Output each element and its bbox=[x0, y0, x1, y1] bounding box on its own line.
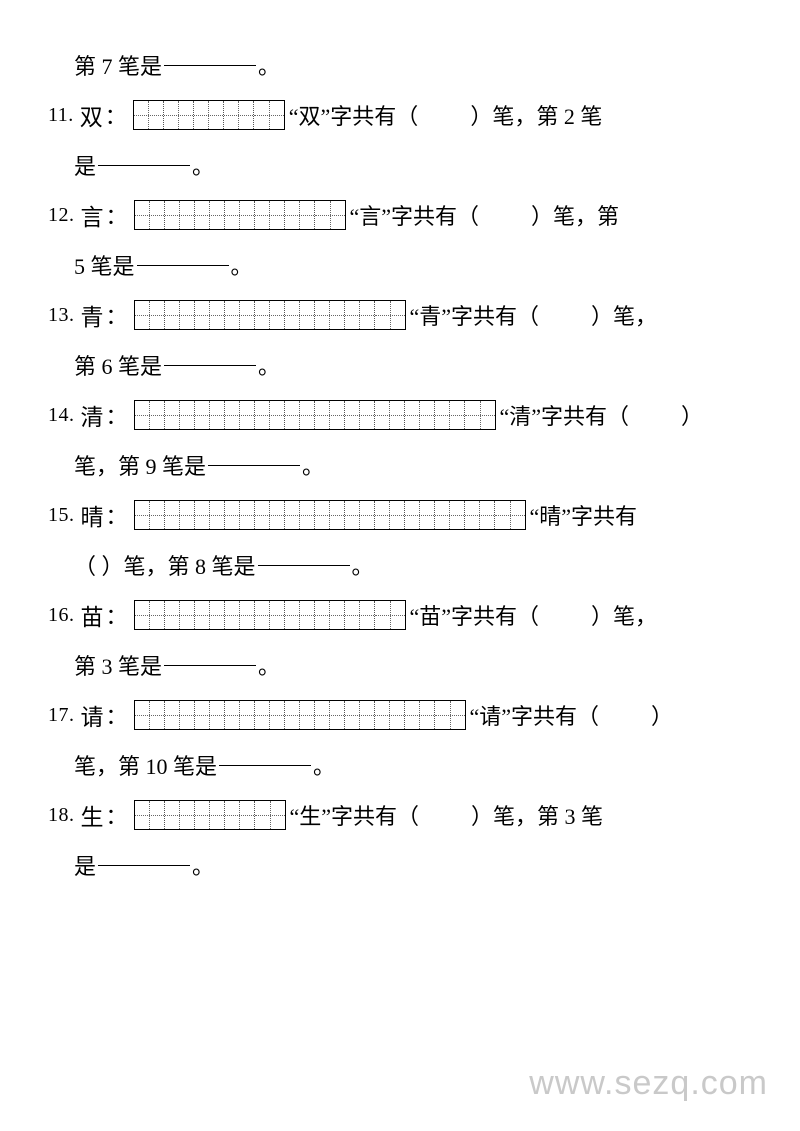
writing-grid[interactable] bbox=[133, 200, 346, 230]
answer-blank[interactable] bbox=[98, 864, 191, 866]
item-character: 请 bbox=[80, 705, 104, 730]
item-text-after-grid: “晴”字共有 bbox=[529, 504, 638, 529]
writing-grid[interactable] bbox=[133, 500, 526, 530]
item-character: 苗 bbox=[80, 605, 104, 630]
top-fragment-suffix: 。 bbox=[258, 54, 281, 79]
item-colon: ： bbox=[105, 204, 128, 229]
item-number: 15. bbox=[48, 503, 75, 526]
worksheet-content: 第 7 笔是 。 11. 双 ： “双”字共有（ ）笔，第 2 笔 是 。 12… bbox=[48, 44, 760, 894]
item-colon: ： bbox=[105, 704, 128, 729]
item-text-tail: ）笔， bbox=[591, 604, 658, 629]
item-text-after-grid: “苗”字共有（ bbox=[409, 604, 540, 629]
question-item-13-line2: 第 6 笔是 。 bbox=[48, 344, 760, 386]
item-number: 16. bbox=[48, 603, 75, 626]
question-item-15-line1: 15. 晴 ： “晴”字共有 bbox=[48, 494, 760, 536]
question-item-16-line1: 16. 苗 ： “苗”字共有（ ）笔， bbox=[48, 594, 760, 636]
item-text-after-grid: “生”字共有（ bbox=[289, 804, 420, 829]
item-line2-prefix: （ ）笔，第 8 笔是 bbox=[74, 554, 256, 579]
question-item-14-line1: 14. 清 ： “清”字共有（ ） bbox=[48, 394, 760, 436]
item-character: 清 bbox=[80, 405, 104, 430]
item-character: 青 bbox=[80, 305, 104, 330]
item-line2-prefix: 是 bbox=[74, 154, 97, 179]
item-colon: ： bbox=[105, 304, 128, 329]
item-colon: ： bbox=[105, 604, 128, 629]
answer-blank[interactable] bbox=[164, 64, 257, 66]
item-number: 11. bbox=[48, 103, 74, 126]
item-line2-suffix: 。 bbox=[230, 254, 253, 279]
item-line2-suffix: 。 bbox=[192, 854, 215, 879]
writing-grid[interactable] bbox=[133, 800, 286, 830]
item-character: 言 bbox=[80, 205, 104, 230]
question-item-17-line2: 笔，第 10 笔是 。 bbox=[48, 744, 760, 786]
item-text-after-grid: “请”字共有（ bbox=[469, 704, 600, 729]
question-item-13-line1: 13. 青 ： “青”字共有（ ）笔， bbox=[48, 294, 760, 336]
writing-grid[interactable] bbox=[133, 400, 496, 430]
item-character: 双 bbox=[79, 105, 103, 130]
item-text-tail: ） bbox=[681, 404, 704, 429]
item-line2-suffix: 。 bbox=[351, 554, 374, 579]
item-text-tail: ）笔，第 2 笔 bbox=[470, 104, 603, 129]
item-number: 18. bbox=[48, 803, 75, 826]
item-line2-prefix: 笔，第 10 笔是 bbox=[74, 754, 218, 779]
writing-grid[interactable] bbox=[133, 600, 406, 630]
item-text-tail: ）笔， bbox=[591, 304, 658, 329]
item-text-tail: ） bbox=[651, 704, 674, 729]
question-item-17-line1: 17. 请 ： “请”字共有（ ） bbox=[48, 694, 760, 736]
top-fragment-line: 第 7 笔是 。 bbox=[48, 44, 760, 86]
answer-blank[interactable] bbox=[136, 264, 229, 266]
question-item-16-line2: 第 3 笔是 。 bbox=[48, 644, 760, 686]
writing-grid[interactable] bbox=[133, 300, 406, 330]
item-text-tail: ）笔，第 bbox=[531, 204, 620, 229]
writing-grid[interactable] bbox=[133, 700, 466, 730]
answer-blank[interactable] bbox=[98, 164, 191, 166]
item-line2-suffix: 。 bbox=[258, 354, 281, 379]
item-line2-suffix: 。 bbox=[258, 654, 281, 679]
question-item-14-line2: 笔，第 9 笔是 。 bbox=[48, 444, 760, 486]
question-item-11-line1: 11. 双 ： “双”字共有（ ）笔，第 2 笔 bbox=[48, 94, 760, 136]
item-number: 13. bbox=[48, 303, 75, 326]
answer-blank[interactable] bbox=[257, 564, 350, 566]
item-text-after-grid: “言”字共有（ bbox=[349, 204, 480, 229]
question-item-18-line1: 18. 生 ： “生”字共有（ ）笔，第 3 笔 bbox=[48, 794, 760, 836]
top-fragment-prefix: 第 7 笔是 bbox=[74, 54, 163, 79]
item-text-after-grid: “青”字共有（ bbox=[409, 304, 540, 329]
question-item-18-line2: 是 。 bbox=[48, 844, 760, 886]
writing-grid[interactable] bbox=[132, 100, 285, 130]
item-text-tail: ）笔，第 3 笔 bbox=[471, 804, 604, 829]
item-character: 生 bbox=[80, 805, 104, 830]
item-number: 12. bbox=[48, 203, 75, 226]
item-text-after-grid: “清”字共有（ bbox=[499, 404, 630, 429]
question-item-15-line2: （ ）笔，第 8 笔是 。 bbox=[48, 544, 760, 586]
answer-blank[interactable] bbox=[219, 764, 312, 766]
question-item-12-line1: 12. 言 ： “言”字共有（ ）笔，第 bbox=[48, 194, 760, 236]
item-text-after-grid: “双”字共有（ bbox=[288, 104, 419, 129]
item-colon: ： bbox=[105, 804, 128, 829]
answer-blank[interactable] bbox=[208, 464, 301, 466]
item-line2-suffix: 。 bbox=[313, 754, 336, 779]
item-colon: ： bbox=[105, 504, 128, 529]
item-line2-prefix: 第 3 笔是 bbox=[74, 654, 163, 679]
item-number: 14. bbox=[48, 403, 75, 426]
item-line2-prefix: 是 bbox=[74, 854, 97, 879]
item-line2-suffix: 。 bbox=[192, 154, 215, 179]
item-colon: ： bbox=[105, 404, 128, 429]
question-item-12-line2: 5 笔是 。 bbox=[48, 244, 760, 286]
item-line2-prefix: 5 笔是 bbox=[74, 254, 135, 279]
item-colon: ： bbox=[104, 104, 127, 129]
item-line2-suffix: 。 bbox=[302, 454, 325, 479]
watermark-text: www.sezq.com bbox=[529, 1064, 768, 1102]
item-character: 晴 bbox=[80, 505, 104, 530]
item-line2-prefix: 笔，第 9 笔是 bbox=[74, 454, 207, 479]
item-number: 17. bbox=[48, 703, 75, 726]
item-line2-prefix: 第 6 笔是 bbox=[74, 354, 163, 379]
answer-blank[interactable] bbox=[164, 664, 257, 666]
question-item-11-line2: 是 。 bbox=[48, 144, 760, 186]
answer-blank[interactable] bbox=[164, 364, 257, 366]
